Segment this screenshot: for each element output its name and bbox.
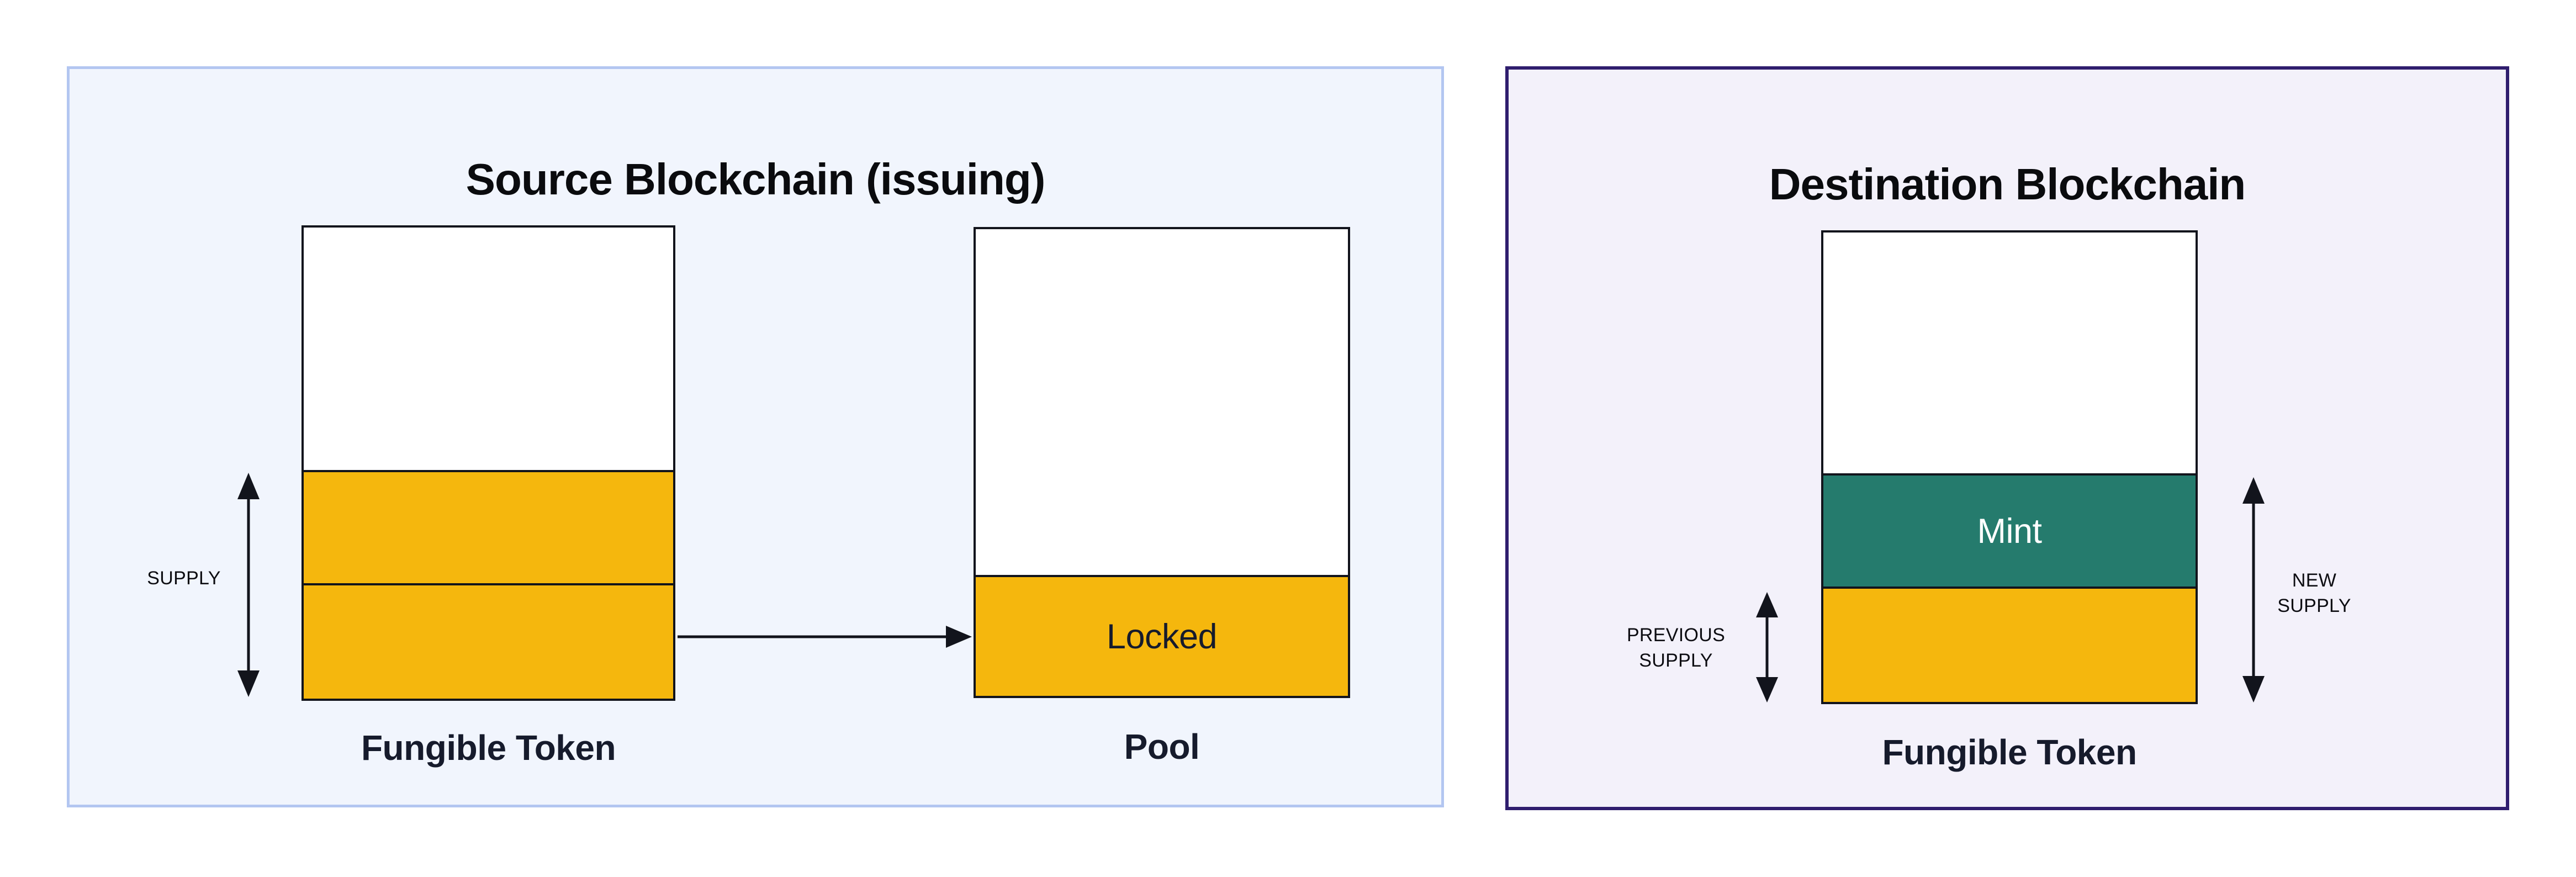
source-panel-title: Source Blockchain (issuing) [466, 155, 1046, 204]
previous-supply-label-line1: PREVIOUS [1626, 624, 1726, 646]
source-fungible-token-box [301, 225, 675, 701]
pool-label: Pool [1124, 727, 1200, 767]
lock-transfer-arrow [678, 626, 972, 648]
source-supply-band-upper [304, 470, 673, 583]
source-token-label: Fungible Token [361, 728, 616, 768]
destination-fungible-token-box: Mint [1821, 230, 2198, 704]
new-supply-label-line1: NEW [2292, 569, 2337, 591]
previous-supply-range-arrow [1756, 592, 1778, 702]
mint-label: Mint [1977, 511, 2042, 551]
destination-token-label: Fungible Token [1882, 732, 2137, 772]
source-supply-band-lower [304, 583, 673, 699]
new-supply-label: NEW SUPPLY [2277, 568, 2351, 619]
destination-previous-supply-band [1823, 587, 2196, 702]
mint-band: Mint [1823, 473, 2196, 587]
previous-supply-label-line2: SUPPLY [1639, 650, 1713, 671]
source-blockchain-panel: Source Blockchain (issuing) Fungible Tok… [67, 66, 1444, 807]
supply-range-arrow [237, 473, 260, 697]
previous-supply-label: PREVIOUS SUPPLY [1627, 622, 1725, 673]
new-supply-label-line2: SUPPLY [2277, 595, 2351, 616]
new-supply-range-arrow [2242, 477, 2265, 702]
locked-label: Locked [1106, 617, 1218, 656]
locked-band: Locked [976, 575, 1348, 696]
pool-box: Locked [974, 227, 1350, 698]
destination-blockchain-panel: Destination Blockchain Mint Fungible Tok… [1505, 66, 2509, 810]
destination-panel-title: Destination Blockchain [1769, 160, 2246, 209]
supply-label: SUPPLY [147, 567, 221, 589]
